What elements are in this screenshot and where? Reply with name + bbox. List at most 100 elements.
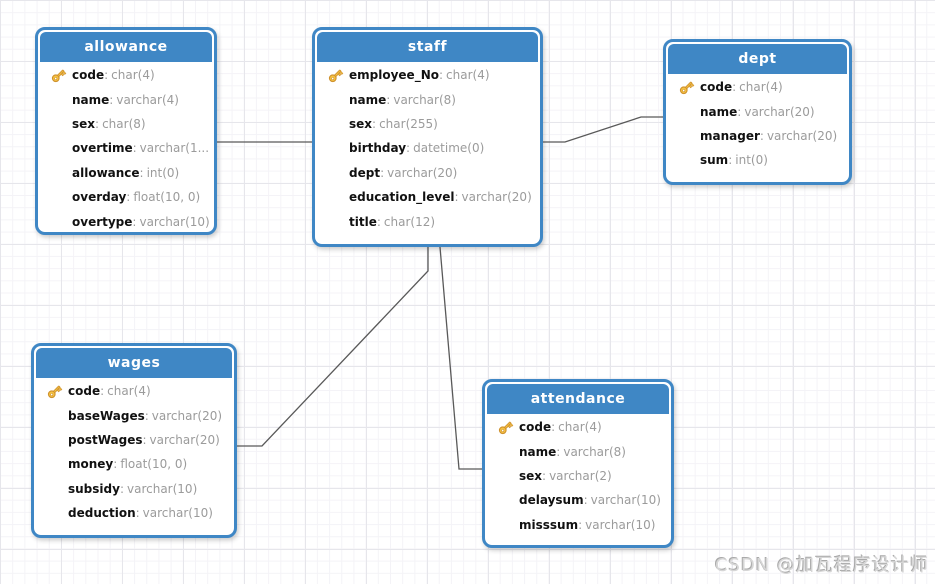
field-separator: :: [372, 116, 377, 131]
field-row-wages-deduction[interactable]: deduction:varchar(10): [36, 501, 232, 525]
field-row-attendance-misssum[interactable]: misssum:varchar(10): [487, 513, 669, 537]
field-type: char(8): [102, 116, 146, 131]
field-separator: :: [139, 165, 144, 180]
field-type: varchar(10): [127, 481, 198, 496]
table-title-dept[interactable]: dept: [668, 44, 847, 74]
field-name: employee_No: [349, 68, 439, 83]
field-type: char(12): [383, 214, 436, 229]
field-row-staff-birthday[interactable]: birthday:datetime(0): [317, 136, 538, 160]
field-separator: :: [135, 506, 140, 521]
table-title-staff[interactable]: staff: [317, 32, 538, 62]
field-row-attendance-delaysum[interactable]: delaysum:varchar(10): [487, 488, 669, 512]
field-row-allowance-sex[interactable]: sex:char(8): [40, 112, 212, 136]
field-type: varchar(20): [387, 165, 458, 180]
field-separator: :: [104, 68, 109, 83]
field-type: char(4): [558, 420, 602, 435]
table-body: employee_No:char(4)name:varchar(8)sex:ch…: [317, 62, 538, 234]
field-row-staff-sex[interactable]: sex:char(255): [317, 112, 538, 136]
field-row-wages-code[interactable]: code:char(4): [36, 379, 232, 403]
field-type: char(4): [446, 68, 490, 83]
connector-staff-wages: [237, 247, 429, 447]
field-type: float(10, 0): [120, 457, 188, 472]
field-name: overday: [72, 190, 127, 205]
field-row-wages-money[interactable]: money:float(10, 0): [36, 452, 232, 476]
primary-key-icon: [45, 67, 72, 84]
field-type: varchar(2): [549, 468, 612, 483]
field-type: varchar(20): [766, 128, 838, 143]
field-name: manager: [700, 128, 760, 143]
field-name: dept: [349, 165, 381, 180]
field-separator: :: [759, 128, 764, 143]
field-name: education_level: [349, 190, 455, 205]
field-row-staff-name[interactable]: name:varchar(8): [317, 87, 538, 111]
field-row-allowance-name[interactable]: name:varchar(4): [40, 87, 212, 111]
field-name: code: [700, 80, 733, 95]
field-separator: :: [126, 190, 131, 205]
field-name: baseWages: [68, 408, 145, 423]
field-type: char(255): [379, 116, 438, 131]
field-type: char(4): [739, 80, 783, 95]
field-separator: :: [732, 80, 737, 95]
field-row-allowance-allowance[interactable]: allowance:int(0): [40, 161, 212, 185]
field-row-allowance-overtype[interactable]: overtype:varchar(10): [40, 209, 212, 232]
field-name: name: [349, 92, 387, 107]
table-body: code:char(4)name:varchar(4)sex:char(8)ov…: [40, 62, 212, 232]
field-row-attendance-code[interactable]: code:char(4): [487, 415, 669, 439]
table-title-allowance[interactable]: allowance: [40, 32, 212, 62]
field-separator: :: [556, 444, 561, 459]
field-name: subsidy: [68, 481, 120, 496]
field-name: sex: [72, 116, 96, 131]
field-row-wages-subsidy[interactable]: subsidy:varchar(10): [36, 477, 232, 501]
table-title-wages[interactable]: wages: [36, 348, 232, 378]
primary-key-icon: [41, 383, 68, 400]
field-separator: :: [109, 92, 114, 107]
field-row-staff-title[interactable]: title:char(12): [317, 209, 538, 233]
table-title-attendance[interactable]: attendance: [487, 384, 669, 414]
field-name: name: [519, 444, 557, 459]
field-separator: :: [737, 104, 742, 119]
field-type: varchar(10): [142, 506, 213, 521]
field-row-dept-name[interactable]: name:varchar(20): [668, 99, 847, 123]
table-body: code:char(4)name:varchar(20)manager:varc…: [668, 74, 847, 173]
field-type: datetime(0): [413, 141, 485, 156]
watermark: CSDN @加瓦程序设计师: [714, 555, 929, 576]
field-row-staff-employee_No[interactable]: employee_No:char(4): [317, 63, 538, 87]
field-row-wages-baseWages[interactable]: baseWages:varchar(20): [36, 403, 232, 427]
field-row-allowance-overtime[interactable]: overtime:varchar(1...: [40, 136, 212, 160]
field-name: sex: [349, 116, 373, 131]
field-separator: :: [542, 468, 547, 483]
field-separator: :: [95, 116, 100, 131]
field-row-allowance-overday[interactable]: overday:float(10, 0): [40, 185, 212, 209]
field-row-staff-dept[interactable]: dept:varchar(20): [317, 161, 538, 185]
field-separator: :: [551, 420, 556, 435]
field-separator: :: [144, 408, 149, 423]
field-row-staff-education_level[interactable]: education_level:varchar(20): [317, 185, 538, 209]
field-separator: :: [454, 190, 459, 205]
field-name: code: [72, 68, 105, 83]
field-name: delaysum: [519, 493, 584, 508]
field-separator: :: [100, 384, 105, 399]
field-row-attendance-name[interactable]: name:varchar(8): [487, 439, 669, 463]
field-row-dept-manager[interactable]: manager:varchar(20): [668, 124, 847, 148]
field-separator: :: [113, 457, 118, 472]
field-row-allowance-code[interactable]: code:char(4): [40, 63, 212, 87]
field-separator: :: [119, 481, 124, 496]
field-separator: :: [386, 92, 391, 107]
field-type: char(4): [107, 384, 151, 399]
field-row-dept-sum[interactable]: sum:int(0): [668, 148, 847, 172]
field-name: overtime: [72, 141, 133, 156]
field-row-wages-postWages[interactable]: postWages:varchar(20): [36, 428, 232, 452]
field-name: sum: [700, 153, 729, 168]
field-type: varchar(8): [563, 444, 626, 459]
field-type: float(10, 0): [133, 190, 201, 205]
field-type: varchar(20): [461, 190, 532, 205]
field-row-dept-code[interactable]: code:char(4): [668, 75, 847, 99]
field-row-attendance-sex[interactable]: sex:varchar(2): [487, 464, 669, 488]
